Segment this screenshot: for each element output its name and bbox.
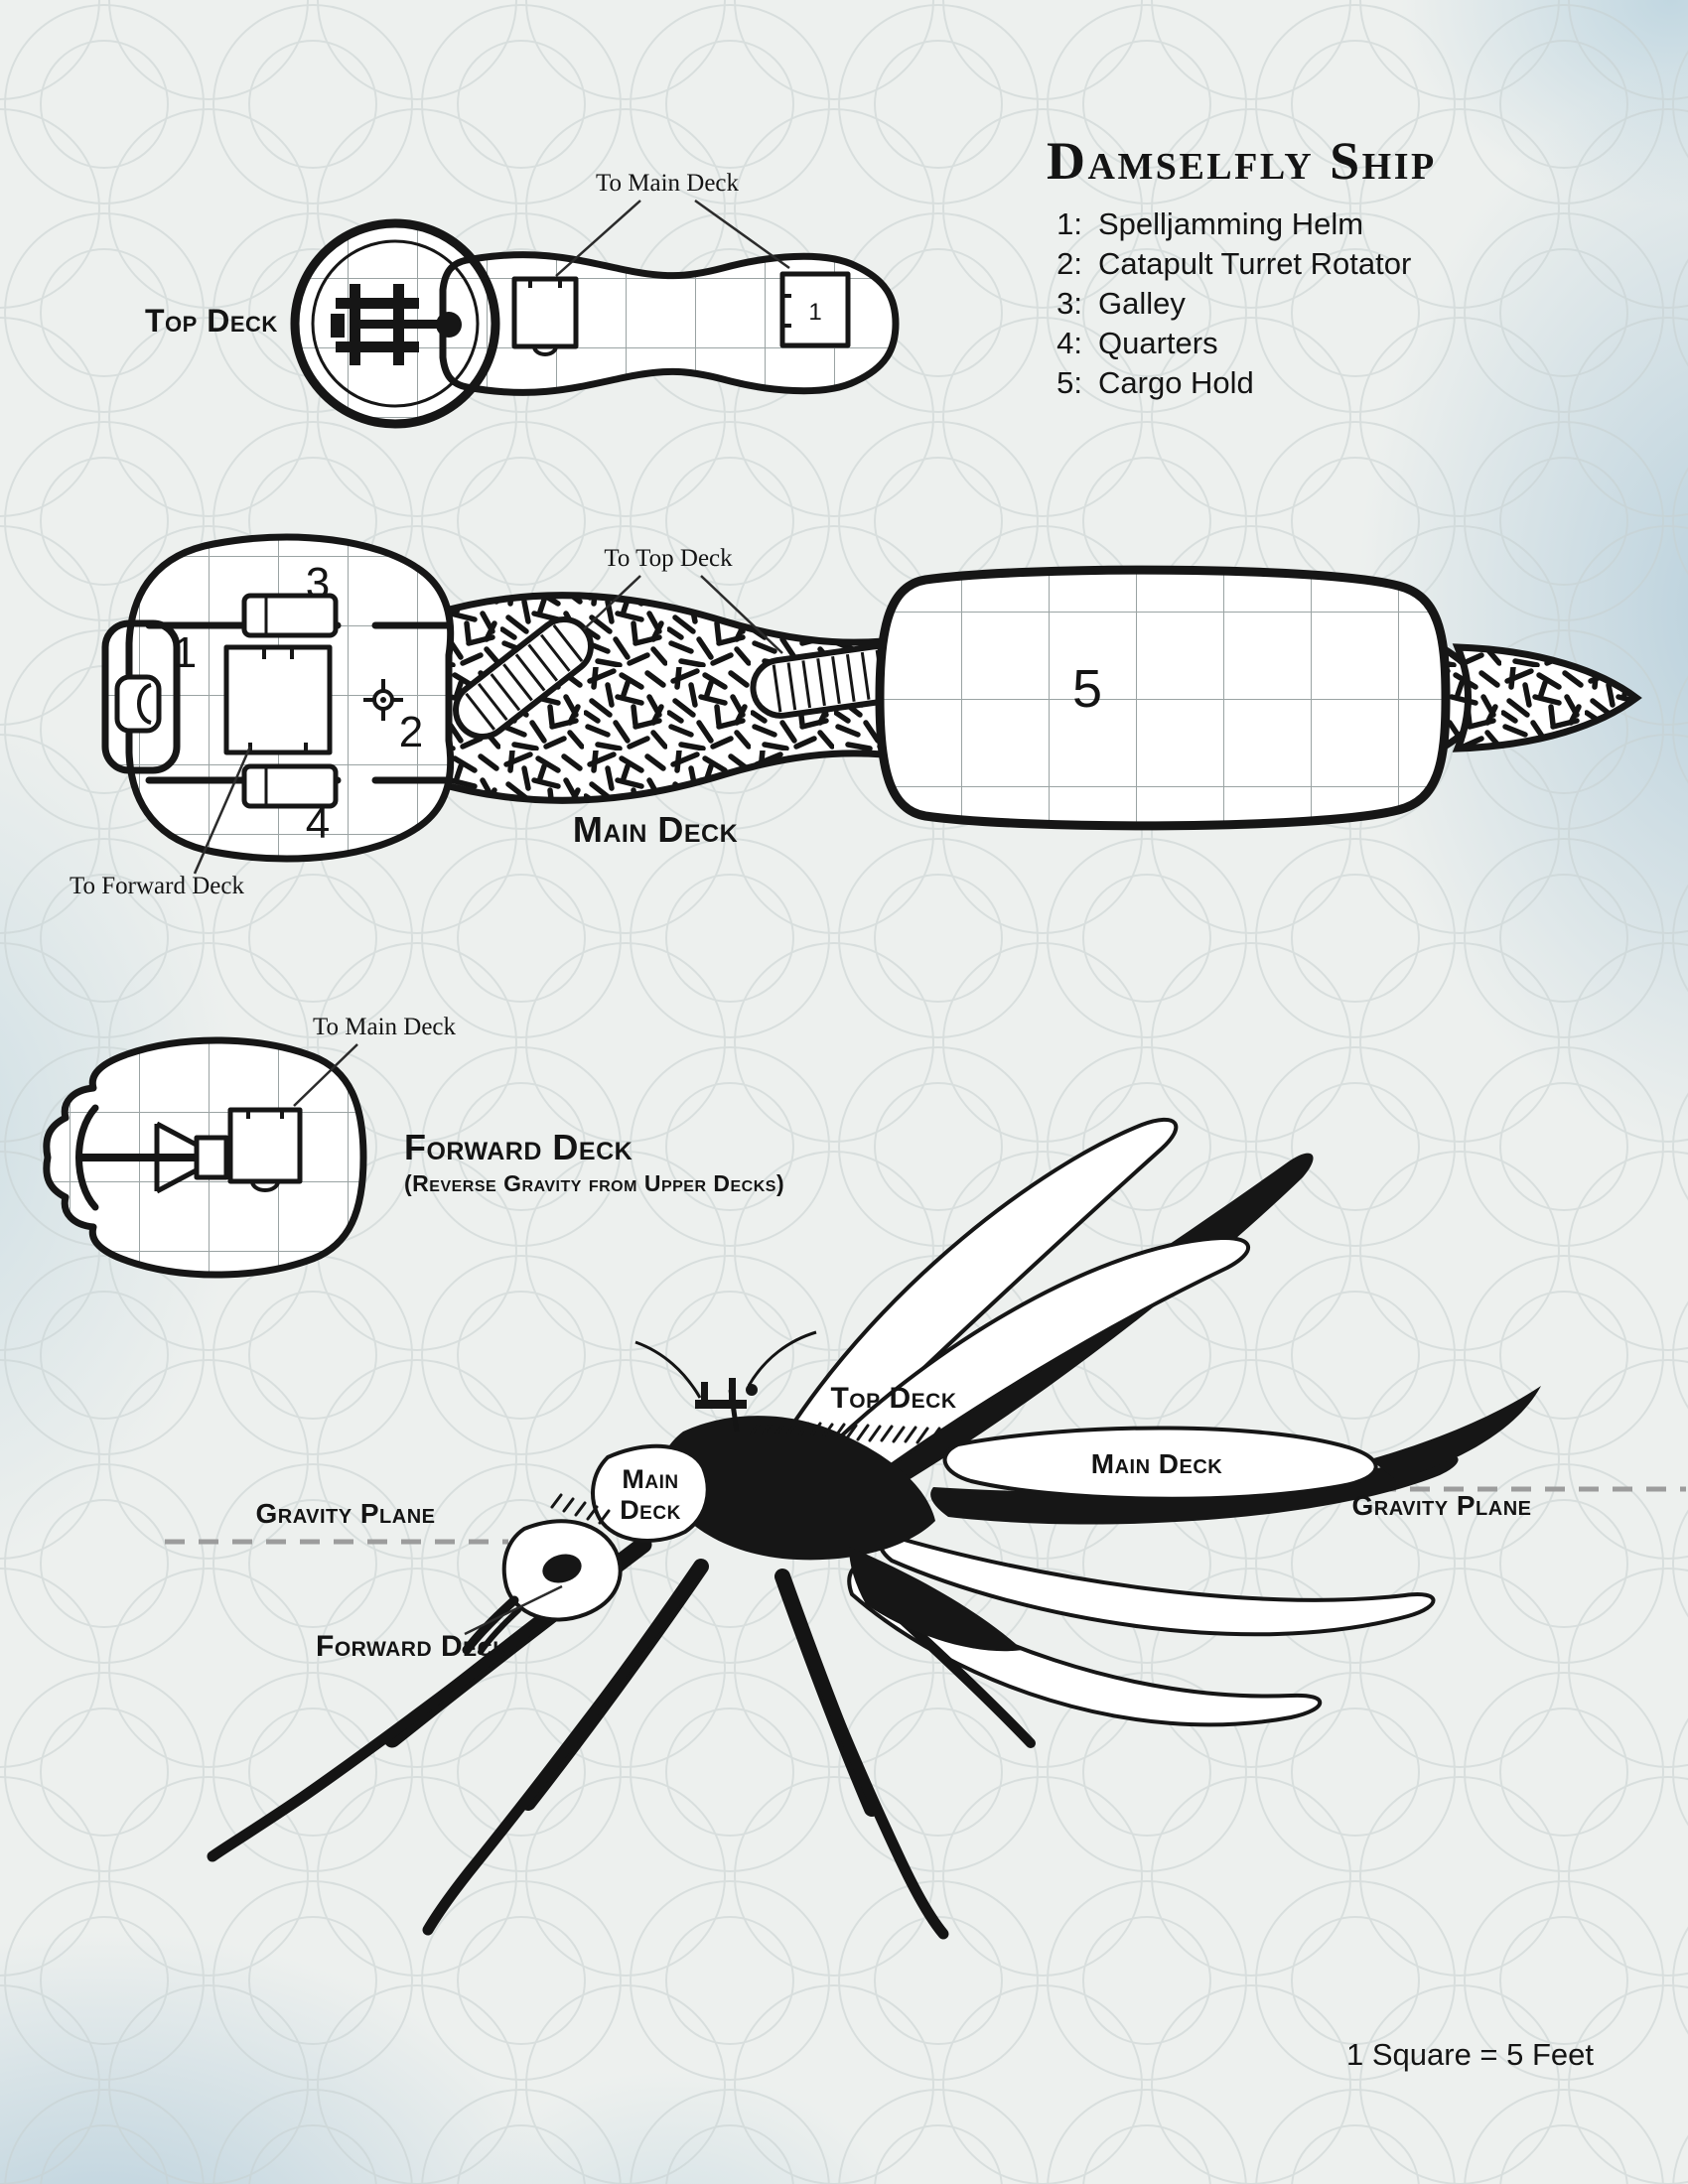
gravity-plane-left-label: Gravity Plane [255, 1498, 435, 1529]
legend-num-5: 5: [1056, 365, 1082, 400]
forward-to-main-leader-line [293, 1043, 358, 1107]
legend-num-3: 3: [1056, 286, 1082, 321]
side-main-deck-right-label: Main Deck [1091, 1448, 1223, 1479]
side-top-deck-label: Top Deck [830, 1382, 956, 1415]
to-top-deck-leader-lines [583, 575, 783, 654]
forward-deck-label: Forward Deck [404, 1127, 633, 1167]
legend-num-2: 2: [1056, 246, 1082, 281]
catapult-icon [331, 284, 462, 365]
legend-num-4: 4: [1056, 326, 1082, 360]
page-title: Damselfly Ship [1047, 131, 1437, 191]
hatch-to-main-deck [227, 1107, 303, 1192]
forward-deck-leader-line [464, 1584, 563, 1636]
main-deck-head: 1 2 3 4 [101, 533, 455, 863]
gravity-plane-right-label: Gravity Plane [1351, 1490, 1531, 1521]
legend-label-2: Catapult Turret Rotator [1098, 246, 1411, 281]
top-deck-label: Top Deck [145, 303, 278, 339]
cargo-hold: 5 [875, 565, 1451, 831]
mandible [462, 1595, 519, 1655]
thorax-silhouette [660, 1416, 935, 1561]
main-deck-pontoon [942, 1426, 1378, 1501]
top-deck-hatch-number: 1 [808, 299, 821, 326]
room-number-helm: 1 [173, 628, 197, 677]
forward-deck-sublabel: (Reverse Gravity from Upper Decks) [404, 1170, 784, 1196]
top-deck-to-main-annotation: To Main Deck [596, 170, 740, 197]
antenna-lines [634, 1330, 817, 1399]
room-number-quarters: 4 [306, 799, 330, 848]
side-forward-deck-label: Forward Deck [316, 1630, 508, 1663]
bed-icon-galley [241, 593, 339, 638]
side-view-illustration: Top Deck Main Deck Main Deck Gravity Pla… [165, 1117, 1686, 1940]
to-forward-deck-leader-line [193, 746, 252, 875]
main-deck-pocket [591, 1443, 710, 1543]
helm-room [223, 644, 333, 755]
scale-note: 1 Square = 5 Feet [1346, 2037, 1594, 2072]
ballista-icon [75, 1104, 229, 1211]
to-forward-deck-annotation: To Forward Deck [70, 873, 244, 899]
side-main-deck-left-line2: Deck [620, 1495, 681, 1525]
leg-3 [776, 1570, 949, 1940]
legend-label-1: Spelljamming Helm [1098, 206, 1363, 241]
catapult-turret-rotator-icon [363, 679, 403, 721]
main-deck-label: Main Deck [573, 809, 738, 850]
wing-silhouette-tip [1370, 1386, 1541, 1479]
mandible-2 [478, 1607, 521, 1655]
to-top-deck-annotation: To Top Deck [604, 545, 733, 572]
legend: 1: Spelljamming Helm 2: Catapult Turret … [1056, 206, 1411, 400]
hull-tail-thatch [1452, 643, 1642, 752]
top-deck-leader-lines [555, 199, 790, 277]
room-number-galley: 3 [306, 559, 330, 608]
legend-label-4: Quarters [1098, 326, 1218, 360]
legend-label-5: Cargo Hold [1098, 365, 1254, 400]
hatch-to-main-deck-left [511, 276, 579, 356]
lower-wing-far [878, 1532, 1436, 1637]
abdomen-silhouette [849, 1547, 1023, 1652]
room-number-cargo: 5 [1072, 659, 1102, 719]
ladder-to-top-deck-right [750, 643, 909, 719]
lower-wing-near [847, 1562, 1323, 1727]
side-view-catapult-icon [634, 1330, 817, 1433]
forward-to-main-annotation: To Main Deck [313, 1014, 457, 1040]
legend-num-1: 1: [1056, 206, 1082, 241]
room-number-rotator: 2 [399, 708, 423, 756]
hatch-to-main-deck-right: 1 [779, 271, 851, 348]
bed-icon-quarters [241, 763, 339, 809]
eye-icon [542, 1554, 582, 1583]
leg-2 [422, 1561, 707, 1936]
main-deck-edge-hatching [550, 1493, 611, 1525]
top-deck-edge-hatching [749, 1420, 941, 1444]
forward-deck-plan: To Main Deck Forward Deck (Reverse Gravi… [43, 1014, 784, 1279]
legend-label-3: Galley [1098, 286, 1186, 321]
side-main-deck-left-line1: Main [622, 1464, 678, 1494]
main-deck-plan: 5 [70, 533, 1642, 899]
title-block: Damselfly Ship 1: Spelljamming Helm 2: C… [1047, 131, 1437, 400]
spelljamming-helm-seat-icon [114, 674, 162, 734]
